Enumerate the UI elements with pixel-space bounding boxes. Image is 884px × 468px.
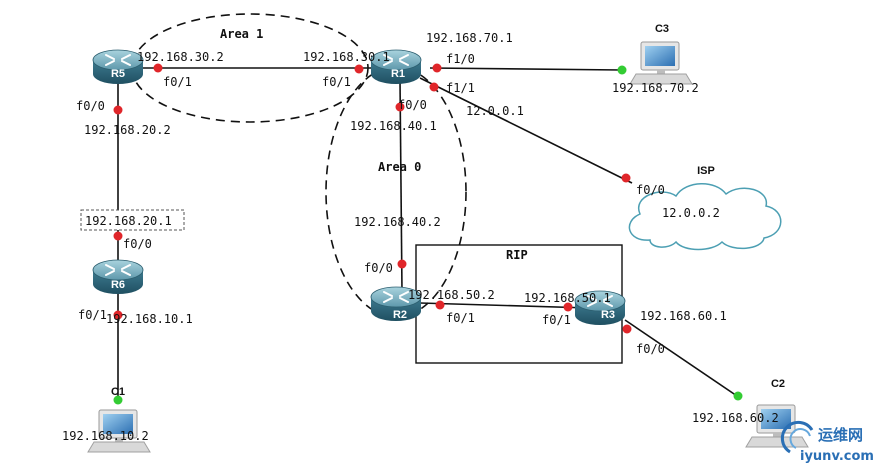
- label-r2-f00: f0/0: [364, 261, 393, 275]
- label-isp-ip: 12.0.0.2: [662, 206, 720, 220]
- link-r1-isp: [419, 77, 633, 184]
- watermark-url: iyunv.com: [800, 449, 874, 464]
- port-r2-f00: [397, 259, 407, 269]
- label-r6-f01: f0/1: [78, 308, 107, 322]
- port-r2-f01: [435, 300, 445, 310]
- port-r1-f10: [432, 63, 442, 73]
- port-r1-f11: [429, 82, 439, 92]
- label-r1-f00: f0/0: [398, 98, 427, 112]
- label-r3-f00: f0/0: [636, 342, 665, 356]
- port-r1-f00: [395, 102, 405, 112]
- link-r3-c2: [624, 319, 741, 399]
- port-c3: [617, 65, 627, 75]
- router-label-r3: R3: [601, 309, 615, 321]
- port-isp-f00: [621, 173, 631, 183]
- label-r3-f01: f0/1: [542, 313, 571, 327]
- area-0-label: Area 0: [378, 160, 421, 174]
- label-r5-ip-20-2: 192.168.20.2: [84, 123, 171, 137]
- label-r5-f01: f0/1: [163, 75, 192, 89]
- port-c1: [113, 395, 123, 405]
- watermark: 运维网 iyunv.com: [780, 420, 874, 464]
- label-r6-f00: f0/0: [123, 237, 152, 251]
- r6-ip-20-1-box: [80, 209, 185, 231]
- router-label-r2: R2: [393, 309, 407, 321]
- link-r2-r3: [419, 302, 591, 309]
- cloud-label-isp: ISP: [697, 165, 715, 177]
- label-r2-ip-50-2: 192.168.50.2: [408, 288, 495, 302]
- label-r3-ip-60-1: 192.168.60.1: [640, 309, 727, 323]
- link-r1-r2: [399, 79, 403, 293]
- ports: [113, 63, 743, 405]
- watermark-cn: 运维网: [818, 426, 863, 444]
- port-r5-f00: [113, 105, 123, 115]
- label-c2-ip: 192.168.60.2: [692, 411, 779, 425]
- watermark-logo-icon: [780, 420, 814, 454]
- pc-c3[interactable]: [629, 41, 693, 85]
- label-r2-f01: f0/1: [446, 311, 475, 325]
- router-label-r1: R1: [391, 68, 405, 80]
- label-r2-ip-40-2: 192.168.40.2: [354, 215, 441, 229]
- router-label-r5: R5: [111, 68, 125, 80]
- isp-cloud: [628, 183, 782, 251]
- port-r6-f01: [113, 310, 123, 320]
- port-r5-f01: [153, 63, 163, 73]
- label-c3-ip: 192.168.70.2: [612, 81, 699, 95]
- port-r1-f01: [354, 64, 364, 74]
- label-r1-ip-40-1: 192.168.40.1: [350, 119, 437, 133]
- area-1-boundary: [131, 13, 369, 123]
- label-r6-ip-10-1: 192.168.10.1: [106, 312, 193, 326]
- label-r3-ip-50-1: 192.168.50.1: [524, 291, 611, 305]
- pc-label-c2: C2: [771, 378, 785, 390]
- label-isp-f00: f0/0: [636, 183, 665, 197]
- port-r6-f00: [113, 231, 123, 241]
- link-r1-c3: [429, 67, 623, 71]
- label-r1-ip-70-1: 192.168.70.1: [426, 31, 513, 45]
- pc-label-c1: C1: [111, 386, 125, 398]
- label-r1-f11: f1/1: [446, 81, 475, 95]
- label-r1-ip-30-1: 192.168.30.1: [303, 50, 390, 64]
- label-r1-f10: f1/0: [446, 52, 475, 66]
- port-c2: [733, 391, 743, 401]
- port-r3-f00: [622, 324, 632, 334]
- label-r1-ip-12: 12.0.0.1: [466, 104, 524, 118]
- label-r5-ip-30-2: 192.168.30.2: [137, 50, 224, 64]
- port-r3-f01: [563, 302, 573, 312]
- rip-label: RIP: [506, 248, 528, 262]
- label-r6-ip-20-1: 192.168.20.1: [85, 214, 172, 228]
- label-c1-ip: 192.168.10.2: [62, 429, 149, 443]
- area-1-label: Area 1: [220, 27, 263, 41]
- label-r1-f01: f0/1: [322, 75, 351, 89]
- pc-label-c3: C3: [655, 23, 669, 35]
- area-0-boundary: [325, 66, 467, 318]
- router-label-r6: R6: [111, 279, 125, 291]
- label-r5-f00: f0/0: [76, 99, 105, 113]
